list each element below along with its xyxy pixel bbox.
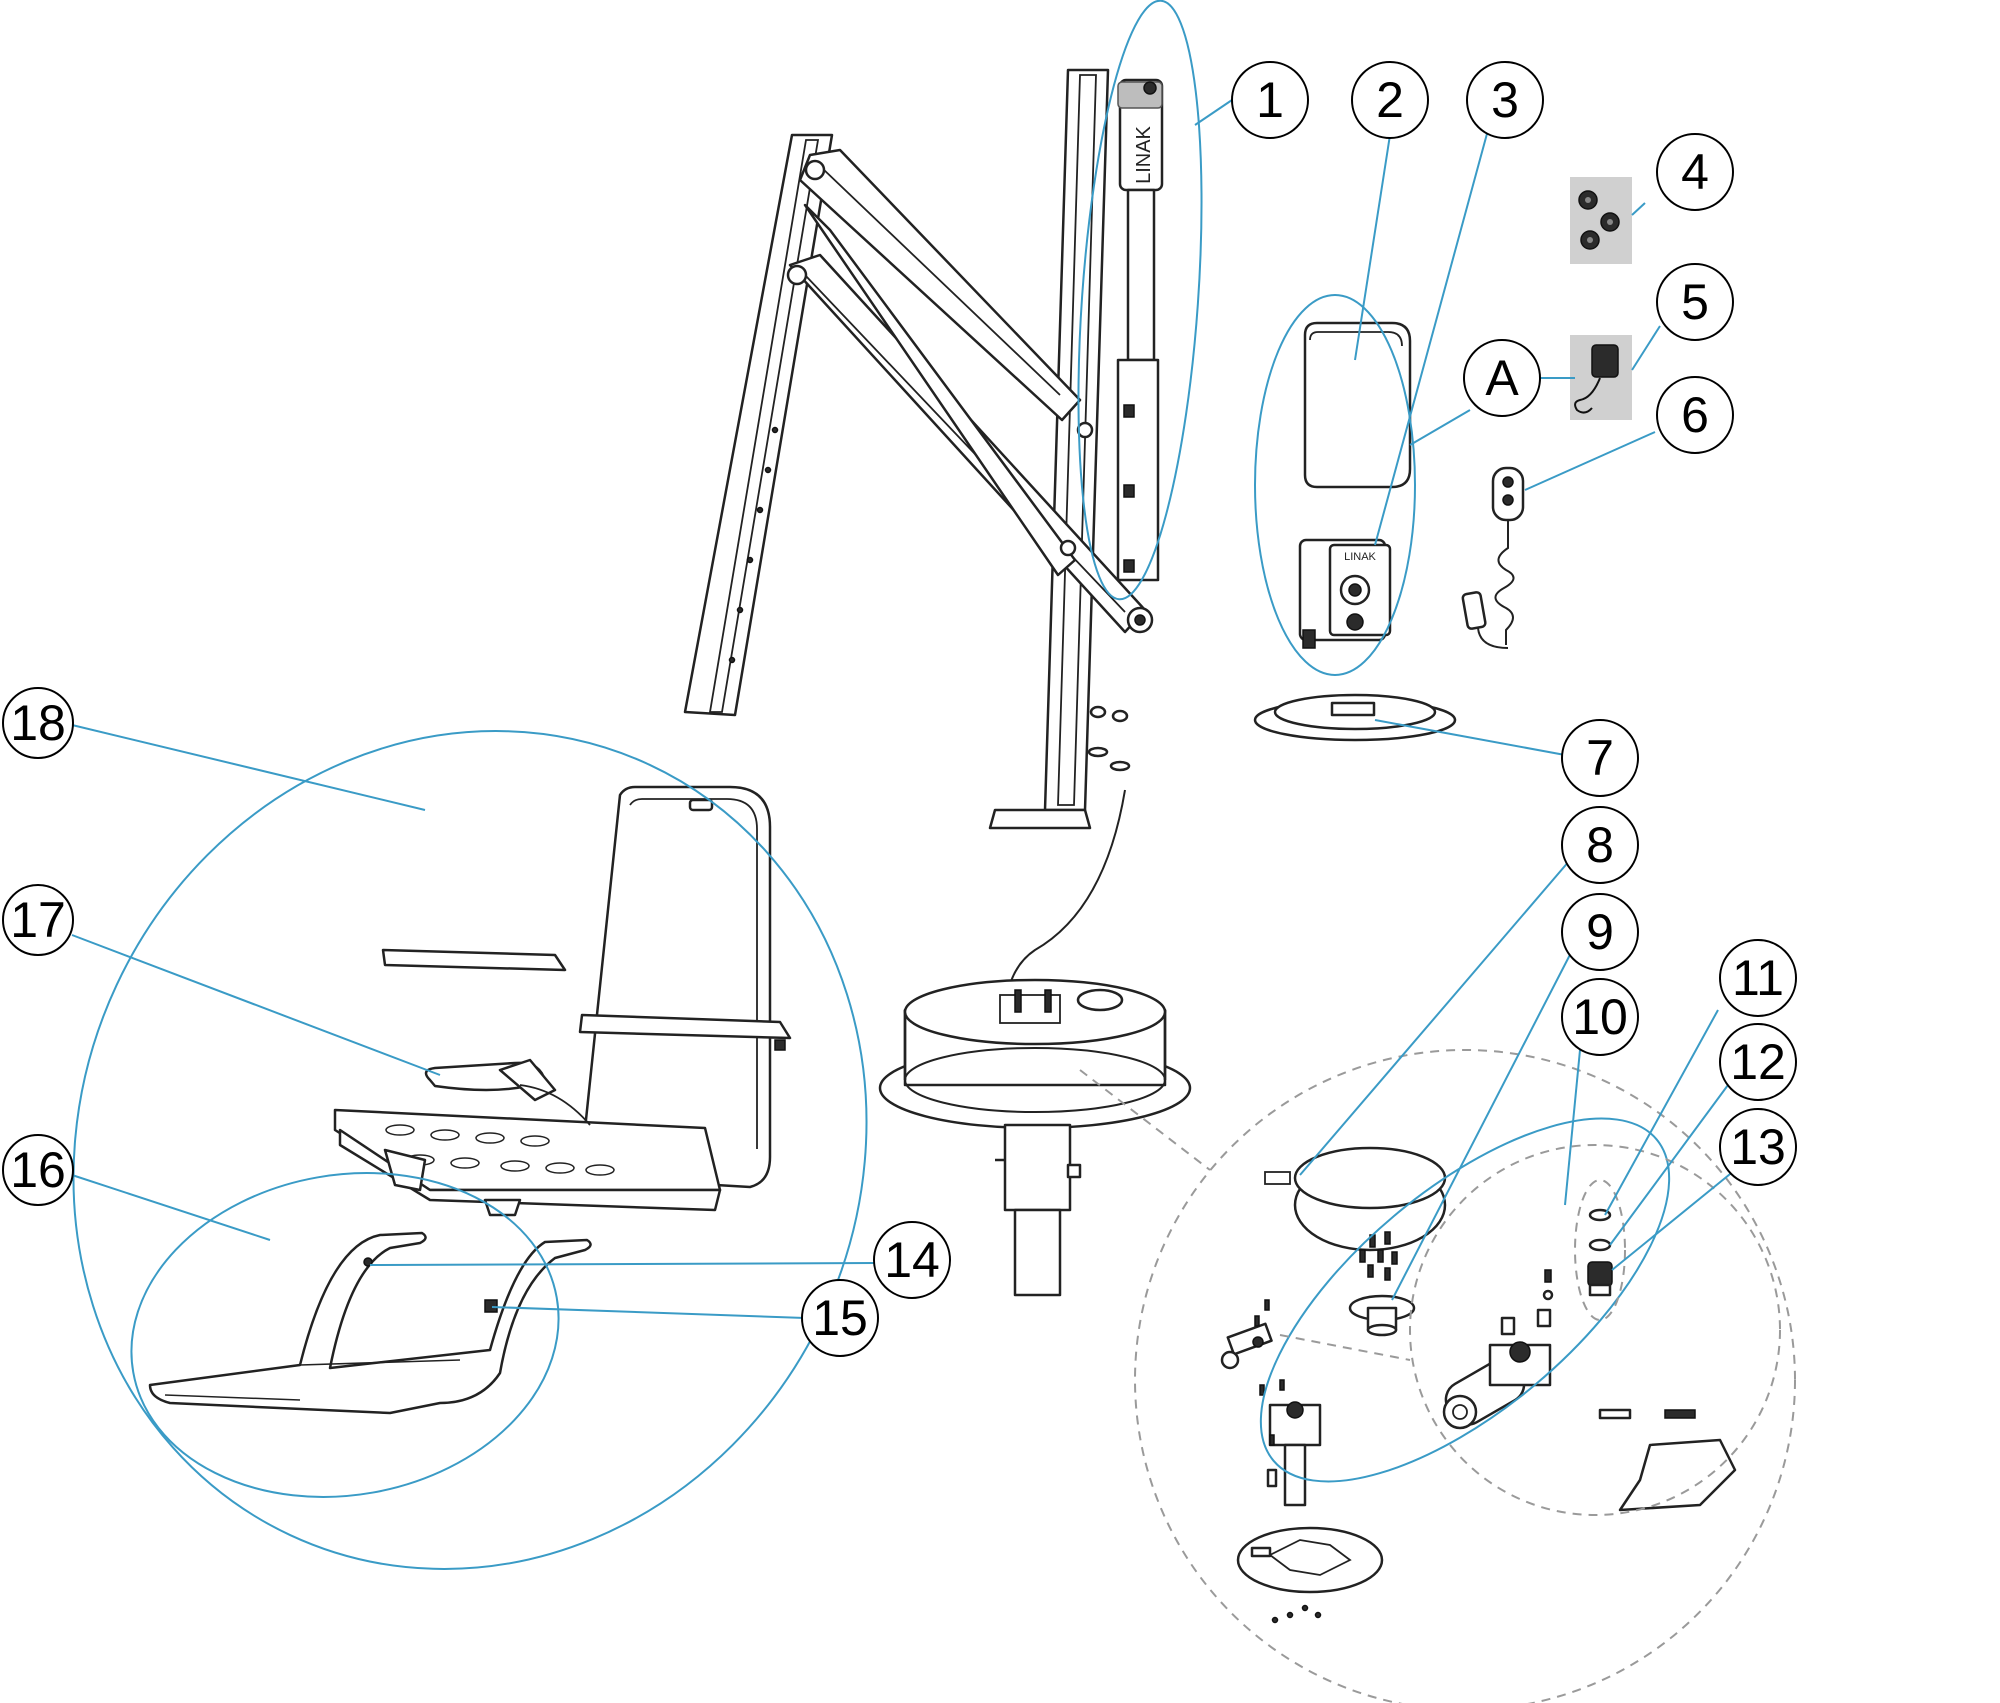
label-3: 3	[1466, 61, 1544, 139]
label-17-text: 17	[10, 892, 66, 948]
label-A: A	[1463, 339, 1541, 417]
label-11: 11	[1719, 939, 1797, 1017]
label-6-text: 6	[1681, 387, 1709, 443]
mast-cover-ring	[1253, 693, 1457, 742]
detail-base-internals	[1220, 1146, 1737, 1624]
label-6: 6	[1656, 376, 1734, 454]
base-drum	[878, 978, 1192, 1297]
footrest	[148, 1231, 592, 1415]
battery-caps-photo	[1570, 177, 1632, 264]
label-1-text: 1	[1256, 72, 1284, 128]
actuator-brand-text: LINAK	[1133, 125, 1155, 183]
label-11-text: 11	[1732, 950, 1784, 1006]
label-17: 17	[2, 884, 74, 956]
right-armrest	[578, 1013, 792, 1040]
callout-ellipse-actuator	[1077, 0, 1203, 601]
label-8: 8	[1561, 806, 1639, 884]
upper-arm	[798, 148, 1082, 422]
detail-circle-large	[1134, 1049, 1796, 1703]
leader-lines	[71, 99, 1736, 1319]
hand-control	[1461, 466, 1525, 649]
label-2: 2	[1351, 61, 1429, 139]
label-10: 10	[1561, 978, 1639, 1056]
detail-ellipse-parts-11-13	[1574, 1179, 1626, 1321]
callout-ellipse-control-box	[1254, 294, 1416, 676]
label-13: 13	[1719, 1108, 1797, 1186]
label-18-text: 18	[10, 695, 66, 751]
label-7: 7	[1561, 719, 1639, 797]
charger-photo	[1570, 335, 1632, 420]
label-5: 5	[1656, 263, 1734, 341]
label-5-text: 5	[1681, 274, 1709, 330]
arm-brace	[803, 203, 1077, 577]
label-A-text: A	[1485, 350, 1519, 406]
nuts-and-washers	[1087, 705, 1131, 772]
seat-assembly	[333, 785, 792, 1217]
label-9: 9	[1561, 893, 1639, 971]
label-18: 18	[2, 687, 74, 759]
lift-frame	[683, 68, 1154, 830]
label-12: 12	[1719, 1023, 1797, 1101]
left-armrest	[381, 948, 567, 972]
linear-actuator: LINAK	[1116, 78, 1164, 582]
label-4-text: 4	[1681, 144, 1709, 200]
detail-circle-small	[1409, 1144, 1781, 1516]
label-3-text: 3	[1491, 72, 1519, 128]
label-1: 1	[1231, 61, 1309, 139]
callout-ellipses	[72, 0, 1671, 1570]
label-16: 16	[2, 1134, 74, 1206]
control-box-cover	[1303, 321, 1412, 489]
label-8-text: 8	[1586, 817, 1614, 873]
label-12-text: 12	[1730, 1034, 1786, 1090]
mast-base-plate	[988, 808, 1092, 830]
label-2-text: 2	[1376, 72, 1404, 128]
control-box-brand-text: LINAK	[1344, 551, 1376, 563]
label-16-text: 16	[10, 1142, 66, 1198]
label-15-text: 15	[812, 1290, 868, 1346]
callout-ellipse-footrest	[130, 1172, 560, 1498]
label-13-text: 13	[1730, 1119, 1786, 1175]
callout-ellipse-drive	[1259, 1117, 1671, 1483]
label-4: 4	[1656, 133, 1734, 211]
label-9-text: 9	[1586, 904, 1614, 960]
label-10-text: 10	[1572, 989, 1628, 1045]
label-15: 15	[801, 1279, 879, 1357]
control-box: LINAK	[1298, 538, 1392, 649]
label-7-text: 7	[1586, 730, 1614, 786]
label-14: 14	[873, 1221, 951, 1299]
detail-circles	[1079, 1049, 1796, 1703]
label-14-text: 14	[884, 1232, 940, 1288]
